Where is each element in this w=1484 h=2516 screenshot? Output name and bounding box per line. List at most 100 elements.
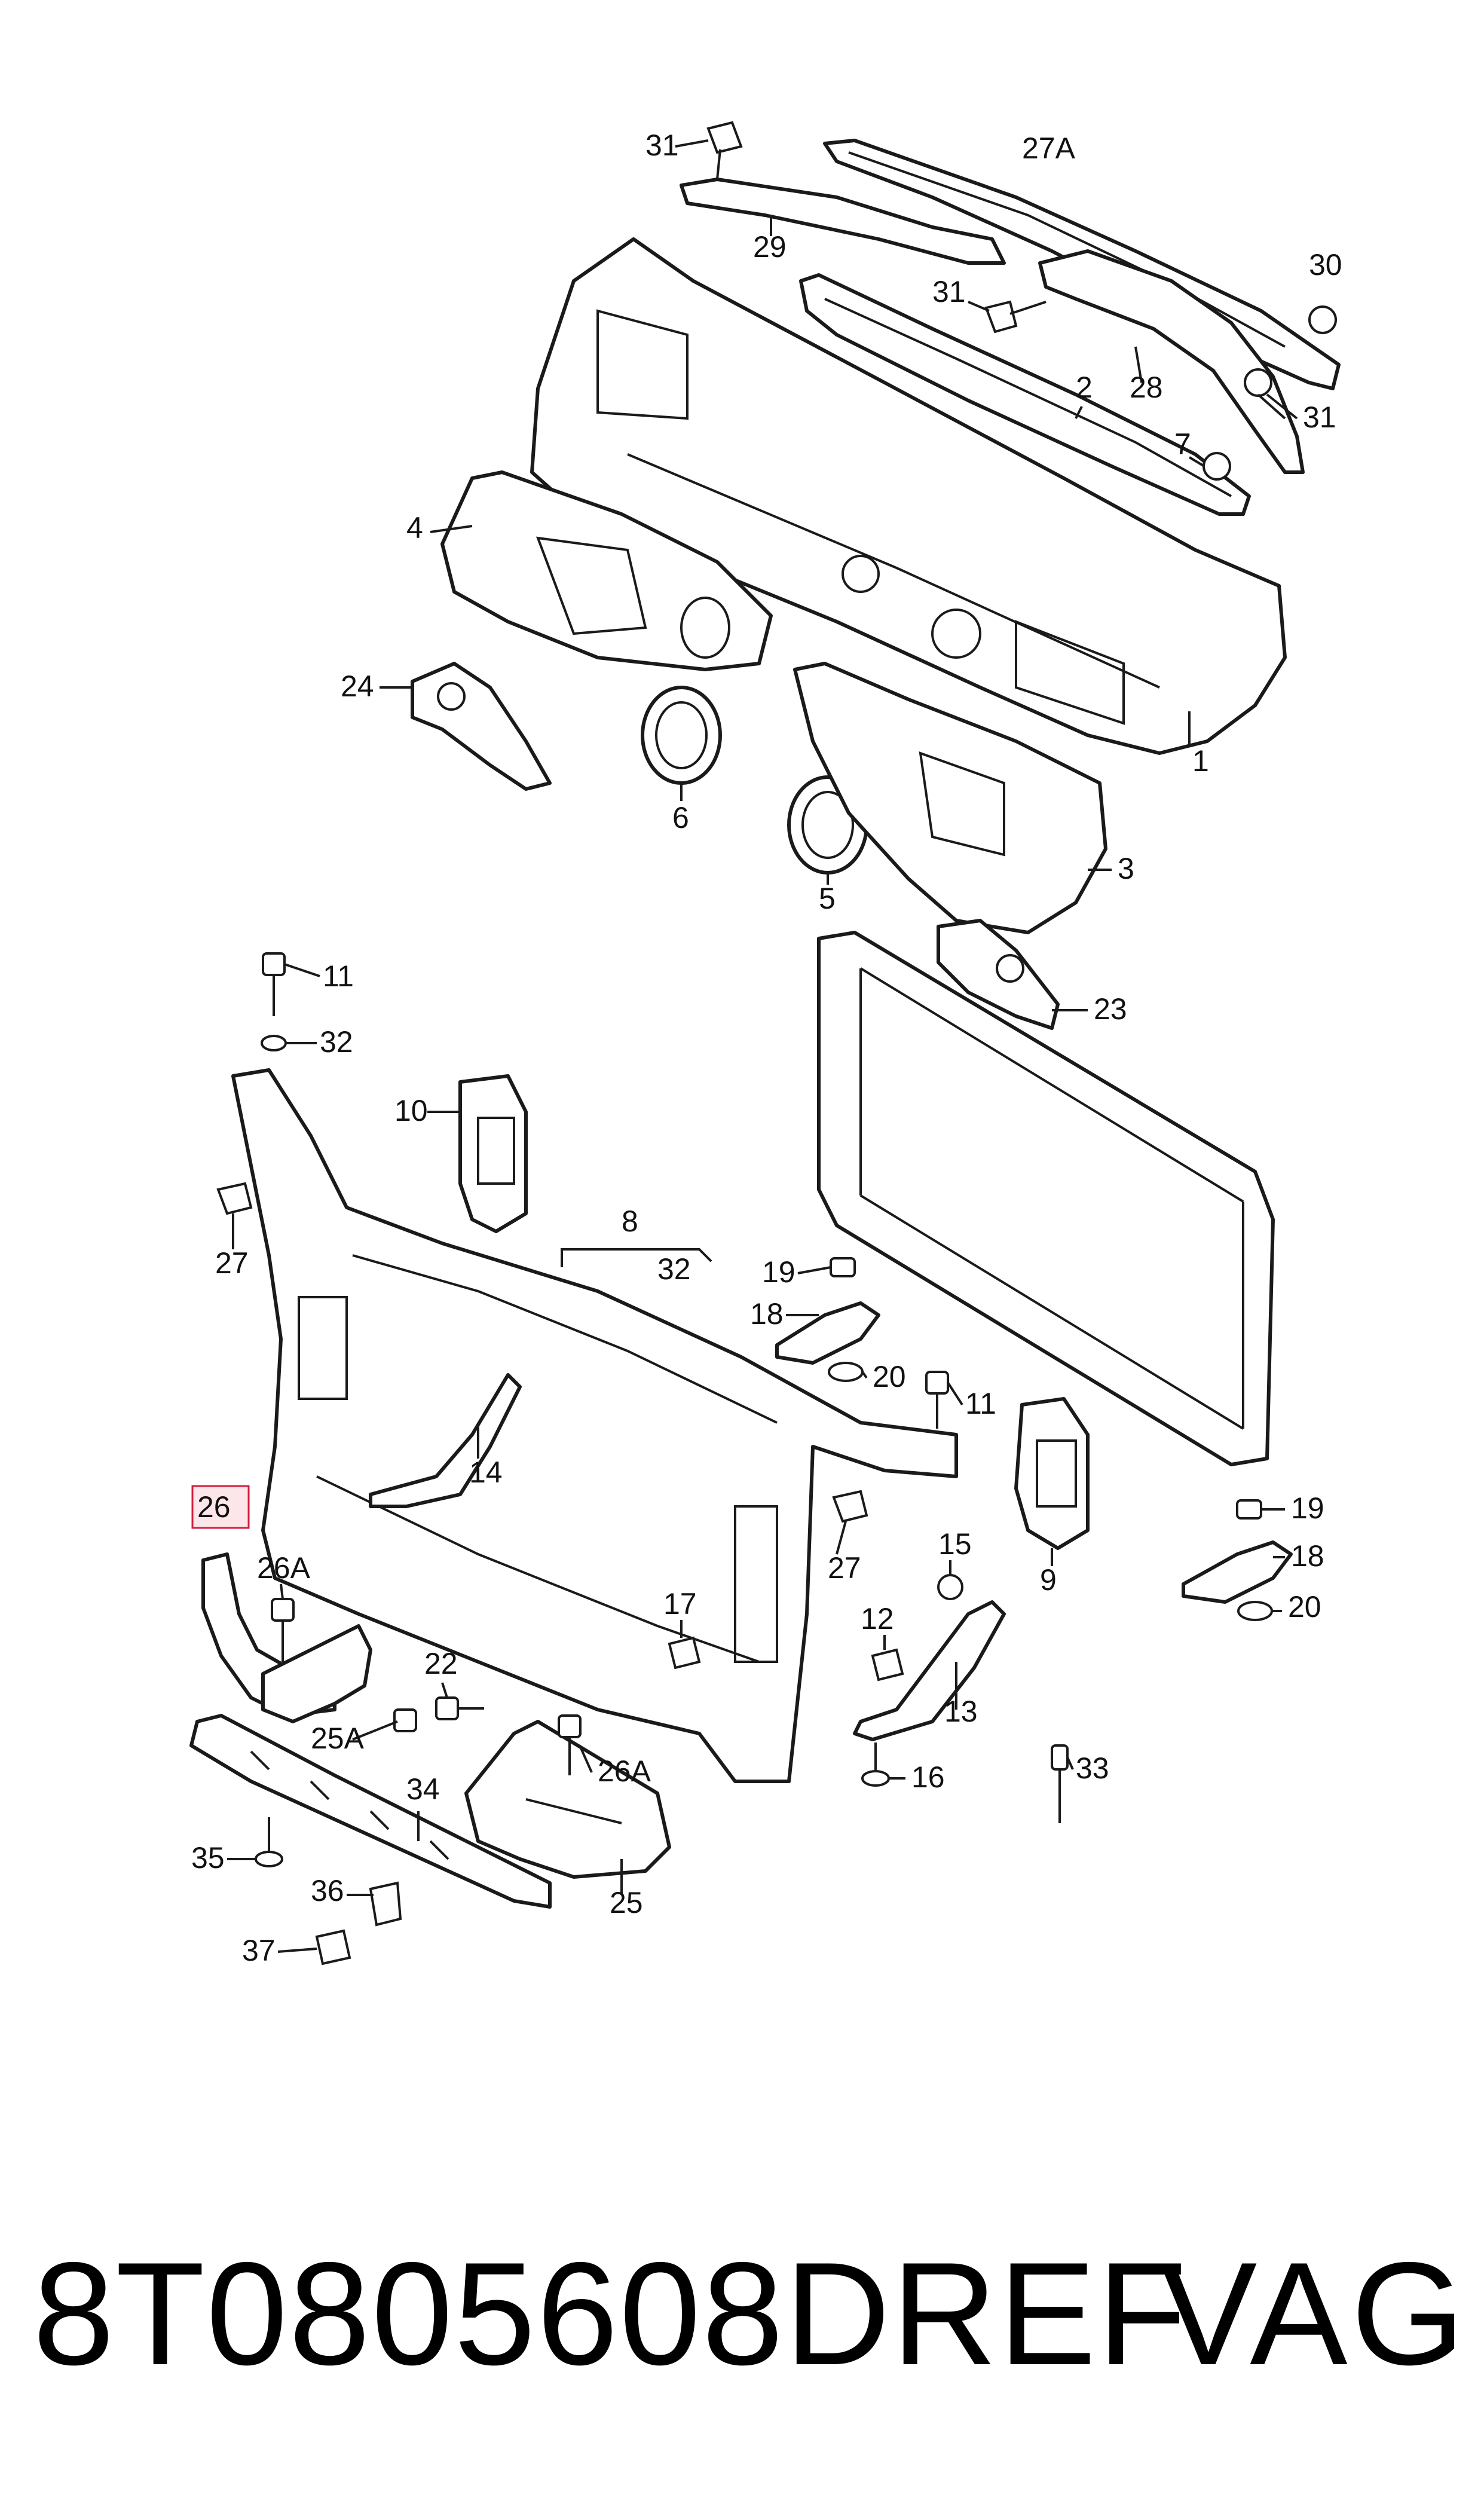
callout-label: 19 [1291,1491,1324,1525]
air-guide-part-14 [369,1373,522,1508]
leader-line [861,1371,868,1379]
callout-label: 24 [341,669,374,703]
bracket-part-26a-left [261,1624,372,1723]
callout-label: 26A [598,1754,651,1788]
seal-part-9 [1014,1397,1090,1550]
bolt-icon [706,121,743,180]
bracket-part-24 [411,662,552,791]
callout-label: 32 [320,1025,353,1059]
callout-label: 17 [663,1587,697,1621]
callout-label: 12 [861,1602,894,1635]
callout-label: 33 [1076,1751,1109,1785]
nut-clip-part-27-right [832,1490,868,1523]
callout-label: 26A [257,1551,311,1585]
leader-line [352,1720,398,1741]
callout-label: 31 [1303,401,1336,434]
lock-carrier-part-8 [231,1068,958,1783]
clip-part-12 [871,1648,904,1682]
cowl-brace-part-28 [1038,249,1305,474]
leader-line [1134,346,1143,383]
leader-line [675,139,709,148]
callout-label: 31 [932,275,966,308]
callout-label: 27 [215,1246,249,1280]
bolt-icon [255,1817,283,1867]
callout-label: 14 [469,1456,503,1489]
leader-line [441,1682,448,1698]
radiator-mount-part-20-lower [1237,1601,1273,1621]
beam-part-34 [189,1714,552,1909]
bolt-icon [925,1371,949,1429]
callout-label: 9 [1040,1563,1057,1597]
bolt-icon [1244,368,1286,420]
radiator-mount-part-20-upper [828,1362,864,1382]
callout-label: 30 [1309,248,1342,282]
callout-label: 22 [424,1647,458,1680]
callout-label: 23 [1094,992,1127,1026]
seal-part-10 [458,1074,528,1233]
callout-label: 11 [965,1387,996,1420]
callout-label: 27 [828,1551,861,1585]
bolt-icon [262,952,286,1016]
bolt-icon [861,1742,890,1787]
leader-line [579,1745,593,1773]
footer: 8T0805608DREF VAG [0,2224,1484,2403]
callout-label: 2 [1076,371,1093,404]
clip-part-17 [668,1636,701,1670]
radiator-mount-part-19-upper [830,1257,856,1277]
cowl-brace-part-29 [680,178,1006,265]
callout-label: 35 [191,1841,225,1875]
callout-label: 31 [645,129,679,162]
callout-label: 10 [394,1094,428,1127]
radiator-mount-bracket-part-18-upper [775,1301,880,1365]
grommet-part-15 [937,1574,963,1600]
leader-line [284,963,320,977]
callout-label: 29 [753,230,787,264]
callout-label: 26 [197,1490,231,1524]
leader-line [947,1381,963,1406]
bolt-icon [393,1708,417,1732]
callout-label: 36 [311,1874,344,1907]
nut-icon [1203,452,1231,481]
leader-line [1188,456,1205,467]
leader-line [1066,1757,1074,1770]
part-number: 8T0805608DREF [33,2231,1188,2395]
leader-line [280,1583,284,1600]
callout-label: 25A [311,1722,365,1755]
rod-part-13 [853,1600,1006,1741]
callout-label: 34 [406,1772,440,1806]
clip-part-37 [315,1929,351,1965]
leader-line [836,1521,847,1555]
callout-label: 7 [1174,427,1191,461]
callout-label: 18 [750,1297,784,1331]
radiator [817,931,1275,1466]
callout-label: 20 [1288,1590,1321,1624]
clip-part-36 [369,1881,402,1927]
callout-label: 8 [622,1204,638,1238]
insulation-mat-part-3 [793,662,1107,934]
callout-label: 11 [323,959,354,993]
callout-label: 32 [657,1252,691,1286]
insulation-mat-part-4 [440,470,773,671]
leader-line [277,1948,317,1953]
callout-label: 4 [406,511,423,545]
bolt-icon [271,1598,295,1662]
callout-label: 18 [1291,1539,1324,1573]
leader-line [1075,406,1083,419]
callout-label: 27A [1022,132,1076,165]
highlight-box [191,1485,250,1529]
plenum-channel-part-2 [799,273,1251,516]
nut-clip-part-27 [216,1182,253,1215]
rivet-part-33 [1051,1744,1069,1823]
washer-icon [261,1035,287,1051]
radiator-mount-bracket-part-18-lower [1182,1540,1293,1604]
callout-label: 15 [938,1527,972,1561]
bolt-icon [558,1714,582,1775]
bolt-icon [435,1696,484,1720]
nut-icon [1308,305,1337,334]
bolt-icon [984,300,1047,334]
callout-label: 16 [911,1760,945,1794]
radiator-mount-part-19-lower [1236,1499,1262,1520]
callout-label: 6 [672,801,689,834]
